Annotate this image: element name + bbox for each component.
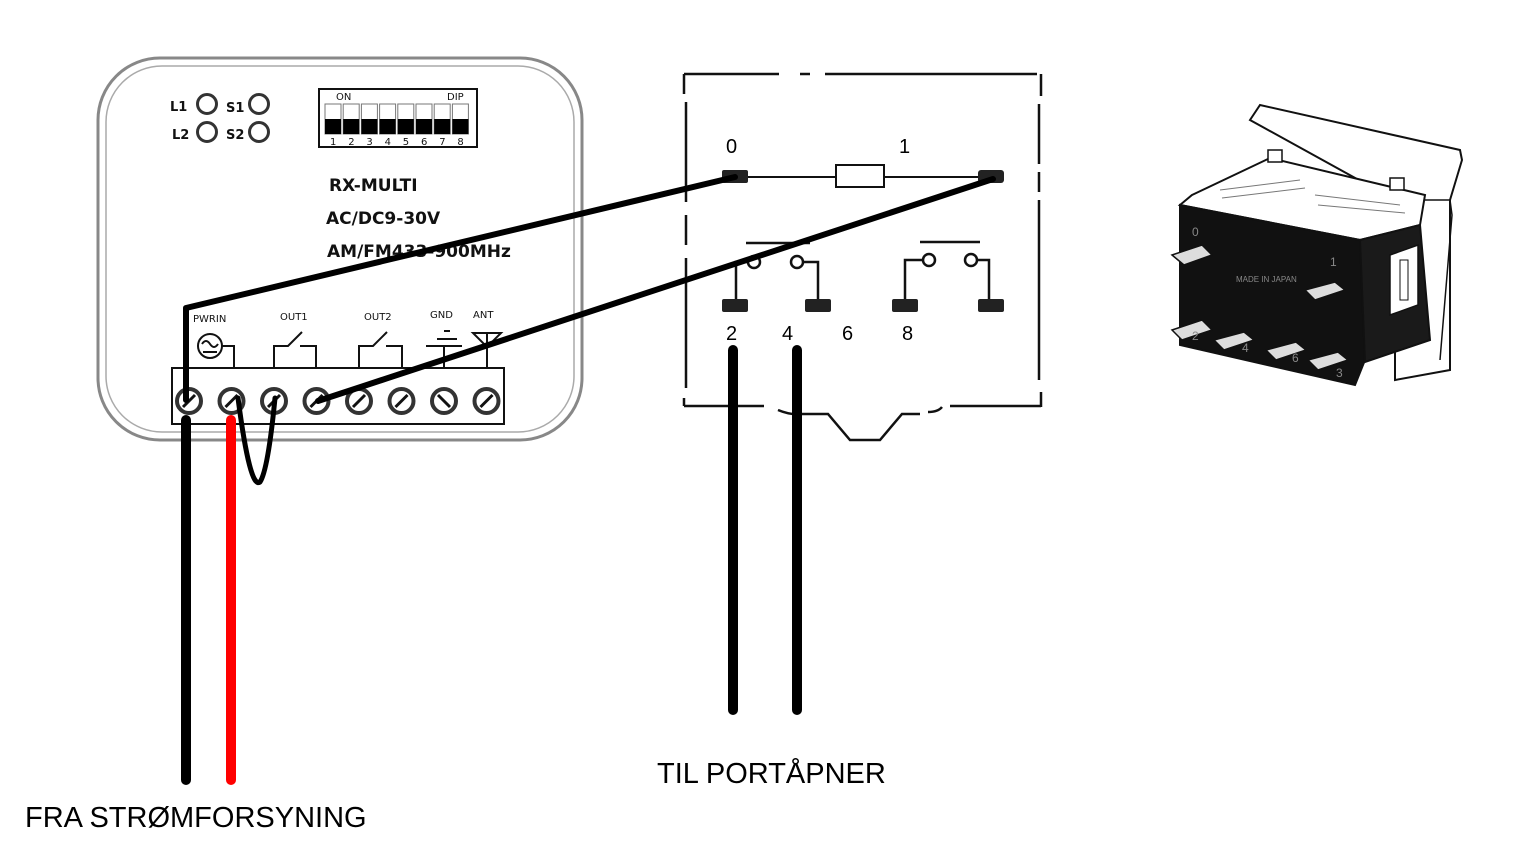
dip-switch-number: 6 [421,137,427,148]
coil-resistor-symbol [835,164,885,188]
dip-label: DIP [447,92,464,103]
wire-jumper-pwrin-out1 [235,395,278,486]
dip-switch-lever [343,119,360,134]
screw-slot [394,393,409,409]
led-l1 [196,93,218,115]
voltage-rating: AC/DC9-30V [326,209,441,229]
photo-pin-label-6: 6 [1292,351,1299,365]
model-name: RX-MULTI [329,176,418,196]
caption-gate-opener: TIL PORTÅPNER [657,757,886,790]
relay-schematic [682,72,1043,442]
screw-slot [436,393,452,409]
dip-switch-lever [379,119,396,134]
terminal-label-pwrin: PWRIN [193,314,226,325]
wire-pwrin-to-coil-0 [183,174,738,403]
led-s2 [248,121,270,143]
made-in-label: MADE IN JAPAN [1236,275,1297,284]
photo-pin-label-1: 1 [1330,255,1337,269]
dip-switch-lever [434,119,451,134]
screw-slot [351,393,367,409]
dip-switch-lever [361,119,378,134]
dip-switch-number: 1 [330,137,336,148]
led-label-l2: L2 [172,128,189,143]
photo-pin-label-0: 0 [1192,225,1199,239]
receiver-module: L1 S1 L2 S2 ON DIP 1 2 3 4 5 6 7 8 RX-MULTI AC/… [96,56,584,442]
dip-switch-lever [452,119,469,134]
dip-switch-number: 7 [439,137,445,148]
pin-label-1: 1 [899,136,910,158]
out2-switch-symbol [358,331,403,368]
wires [181,174,996,785]
led-label-s1: S1 [226,101,244,116]
terminal-label-ant: ANT [473,310,494,321]
led-l2 [196,121,218,143]
photo-pin-label-3: 3 [1336,366,1343,380]
dip-switch-lever [397,119,414,134]
terminal-label-out1: OUT1 [280,312,308,323]
dip-switch-lever [325,119,341,134]
screw-slot [479,393,494,409]
led-label-s2: S2 [226,128,244,143]
terminal-label-out2: OUT2 [364,312,392,323]
caption-power-source: FRA STRØMFORSYNING [25,802,367,834]
pin-label-2: 2 [726,323,737,345]
pin-label-0: 0 [726,136,737,158]
dip-on-label: ON [336,92,351,103]
dip-switch-number: 5 [403,137,409,148]
screw-slot [181,393,197,409]
dip-switch-number: 2 [348,137,354,148]
led-indicators: L1 S1 L2 S2 [170,93,270,143]
terminal-label-gnd: GND [430,310,453,321]
led-label-l1: L1 [170,100,187,115]
dip-switch: ON DIP 1 2 3 4 5 6 7 8 [318,88,478,148]
wire-out1-to-coil-1 [315,176,996,404]
photo-pin-label-2: 2 [1192,329,1199,343]
screw-slot [224,393,239,409]
pin-label-6: 6 [842,323,853,345]
pin-label-4: 4 [782,323,793,345]
pin-label-8: 8 [902,323,913,345]
dip-switch-number: 4 [385,137,391,148]
ac-source-symbol [197,333,235,368]
relay-coil [722,164,1004,188]
dip-switch-number: 3 [366,137,372,148]
led-s1 [248,93,270,115]
dip-switch-number: 8 [457,137,463,148]
photo-pin-label-4: 4 [1242,341,1249,355]
relay-illustration: MADE IN JAPAN 0 1 2 4 6 3 [1170,103,1464,387]
out1-switch-symbol [273,331,317,368]
dip-switch-lever [416,119,432,134]
relay-contact-pads [722,299,1004,312]
